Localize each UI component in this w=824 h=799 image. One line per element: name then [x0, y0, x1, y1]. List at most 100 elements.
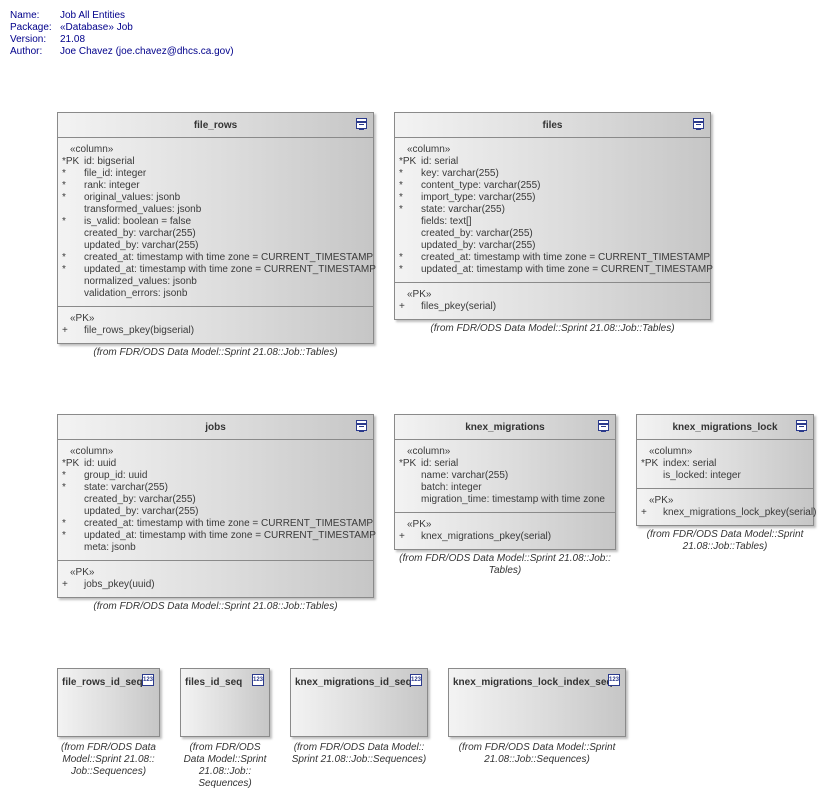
sequence-files-id-seq[interactable]: files_id_seq 123: [180, 668, 270, 737]
column-definition: state: varchar(255): [421, 204, 505, 215]
column-definition: id: serial: [421, 156, 459, 167]
column-row[interactable]: is_locked: integer: [641, 470, 809, 482]
column-row[interactable]: *file_id: integer: [62, 168, 369, 180]
pk-marker: +: [62, 579, 68, 590]
column-row[interactable]: *state: varchar(255): [62, 482, 369, 494]
diagram-header: Name:Job All Entities Package:«Database»…: [10, 10, 234, 58]
column-marker: *: [62, 180, 66, 191]
column-definition: created_at: timestamp with time zone = C…: [84, 252, 374, 263]
column-row[interactable]: meta: jsonb: [62, 542, 369, 554]
column-marker: [62, 228, 84, 240]
column-marker: *PK: [641, 458, 659, 469]
pk-row[interactable]: +jobs_pkey(uuid): [62, 579, 369, 591]
column-row[interactable]: *updated_at: timestamp with time zone = …: [62, 530, 376, 542]
sequence-icon: 123: [252, 674, 264, 686]
column-definition: updated_at: timestamp with time zone = C…: [84, 530, 376, 541]
source-line: (from FDR/ODS Data Model::Sprint 21.08::…: [399, 553, 611, 564]
column-row[interactable]: *created_at: timestamp with time zone = …: [62, 252, 373, 264]
sequence-name: files_id_seq: [185, 677, 243, 688]
column-row[interactable]: *key: varchar(255): [399, 168, 706, 180]
pk-section: «PK»+knex_migrations_pkey(serial): [395, 512, 615, 549]
column-row[interactable]: created_by: varchar(255): [62, 228, 369, 240]
column-definition: import_type: varchar(255): [421, 192, 536, 203]
column-row[interactable]: migration_time: timestamp with time zone: [399, 494, 611, 506]
column-row[interactable]: *created_at: timestamp with time zone = …: [399, 252, 710, 264]
column-row[interactable]: batch: integer: [399, 482, 611, 494]
column-marker: [62, 240, 84, 252]
column-row[interactable]: validation_errors: jsonb: [62, 288, 369, 300]
column-row[interactable]: *rank: integer: [62, 180, 369, 192]
column-row[interactable]: *is_valid: boolean = false: [62, 216, 369, 228]
pk-definition: knex_migrations_lock_pkey(serial): [663, 507, 817, 518]
source-line: (from FDR/ODS Data Model::Sprint: [646, 529, 804, 540]
sequence-icon: 123: [608, 674, 620, 686]
column-marker: *: [399, 252, 403, 263]
column-marker: *: [399, 180, 403, 191]
column-row[interactable]: *updated_at: timestamp with time zone = …: [62, 264, 376, 276]
column-row[interactable]: transformed_values: jsonb: [62, 204, 369, 216]
column-definition: normalized_values: jsonb: [84, 276, 197, 287]
column-marker: [62, 506, 84, 518]
column-marker: [62, 542, 84, 554]
column-marker: [62, 276, 84, 288]
column-row[interactable]: fields: text[]: [399, 216, 706, 228]
column-marker: *PK: [62, 156, 80, 167]
column-definition: file_id: integer: [84, 168, 147, 179]
pk-definition: file_rows_pkey(bigserial): [84, 325, 195, 336]
column-definition: original_values: jsonb: [84, 192, 181, 203]
column-row[interactable]: created_by: varchar(255): [62, 494, 369, 506]
column-row[interactable]: *created_at: timestamp with time zone = …: [62, 518, 373, 530]
entity-name: jobs: [205, 422, 226, 433]
sequence-knex-migrations-id-seq-source: (from FDR/ODS Data Model::Sprint 21.08::…: [283, 742, 435, 766]
column-row[interactable]: normalized_values: jsonb: [62, 276, 369, 288]
column-row[interactable]: *state: varchar(255): [399, 204, 706, 216]
column-row[interactable]: updated_by: varchar(255): [399, 240, 706, 252]
source-line: (from FDR/ODS Data Model::Sprint 21.08::…: [93, 347, 338, 358]
pk-stereotype: «PK»: [70, 313, 95, 324]
column-marker: [62, 288, 84, 300]
pk-definition: files_pkey(serial): [421, 301, 497, 312]
pk-row[interactable]: +file_rows_pkey(bigserial): [62, 325, 369, 337]
source-line: Sequences): [198, 778, 252, 789]
column-row[interactable]: *original_values: jsonb: [62, 192, 369, 204]
column-definition: key: varchar(255): [421, 168, 499, 179]
sequence-icon: 123: [142, 674, 154, 686]
header-row-package: Package:«Database» Job: [10, 22, 234, 34]
column-row[interactable]: updated_by: varchar(255): [62, 506, 369, 518]
column-definition: content_type: varchar(255): [421, 180, 541, 191]
column-row[interactable]: *import_type: varchar(255): [399, 192, 706, 204]
column-marker: *: [62, 216, 66, 227]
column-definition: validation_errors: jsonb: [84, 288, 188, 299]
source-line: 21.08::Job::Sequences): [484, 754, 590, 765]
source-line: (from FDR/ODS: [189, 742, 261, 753]
column-row[interactable]: *group_id: uuid: [62, 470, 369, 482]
pk-section: «PK»+knex_migrations_lock_pkey(serial): [637, 488, 816, 525]
column-row[interactable]: name: varchar(255): [399, 470, 611, 482]
pk-row[interactable]: +files_pkey(serial): [399, 301, 706, 313]
column-row[interactable]: updated_by: varchar(255): [62, 240, 369, 252]
pk-row[interactable]: +knex_migrations_pkey(serial): [399, 531, 611, 543]
sequence-name: knex_migrations_lock_index_seq: [453, 677, 613, 688]
column-row[interactable]: created_by: varchar(255): [399, 228, 706, 240]
entity-title: jobs: [58, 415, 373, 440]
column-row[interactable]: *updated_at: timestamp with time zone = …: [399, 264, 713, 276]
pk-row[interactable]: +knex_migrations_lock_pkey(serial): [641, 507, 816, 519]
pk-section: «PK»+files_pkey(serial): [395, 282, 710, 319]
column-definition: created_at: timestamp with time zone = C…: [84, 518, 374, 529]
column-marker: [62, 204, 84, 216]
column-row[interactable]: * content_type: varchar(255): [399, 180, 706, 192]
